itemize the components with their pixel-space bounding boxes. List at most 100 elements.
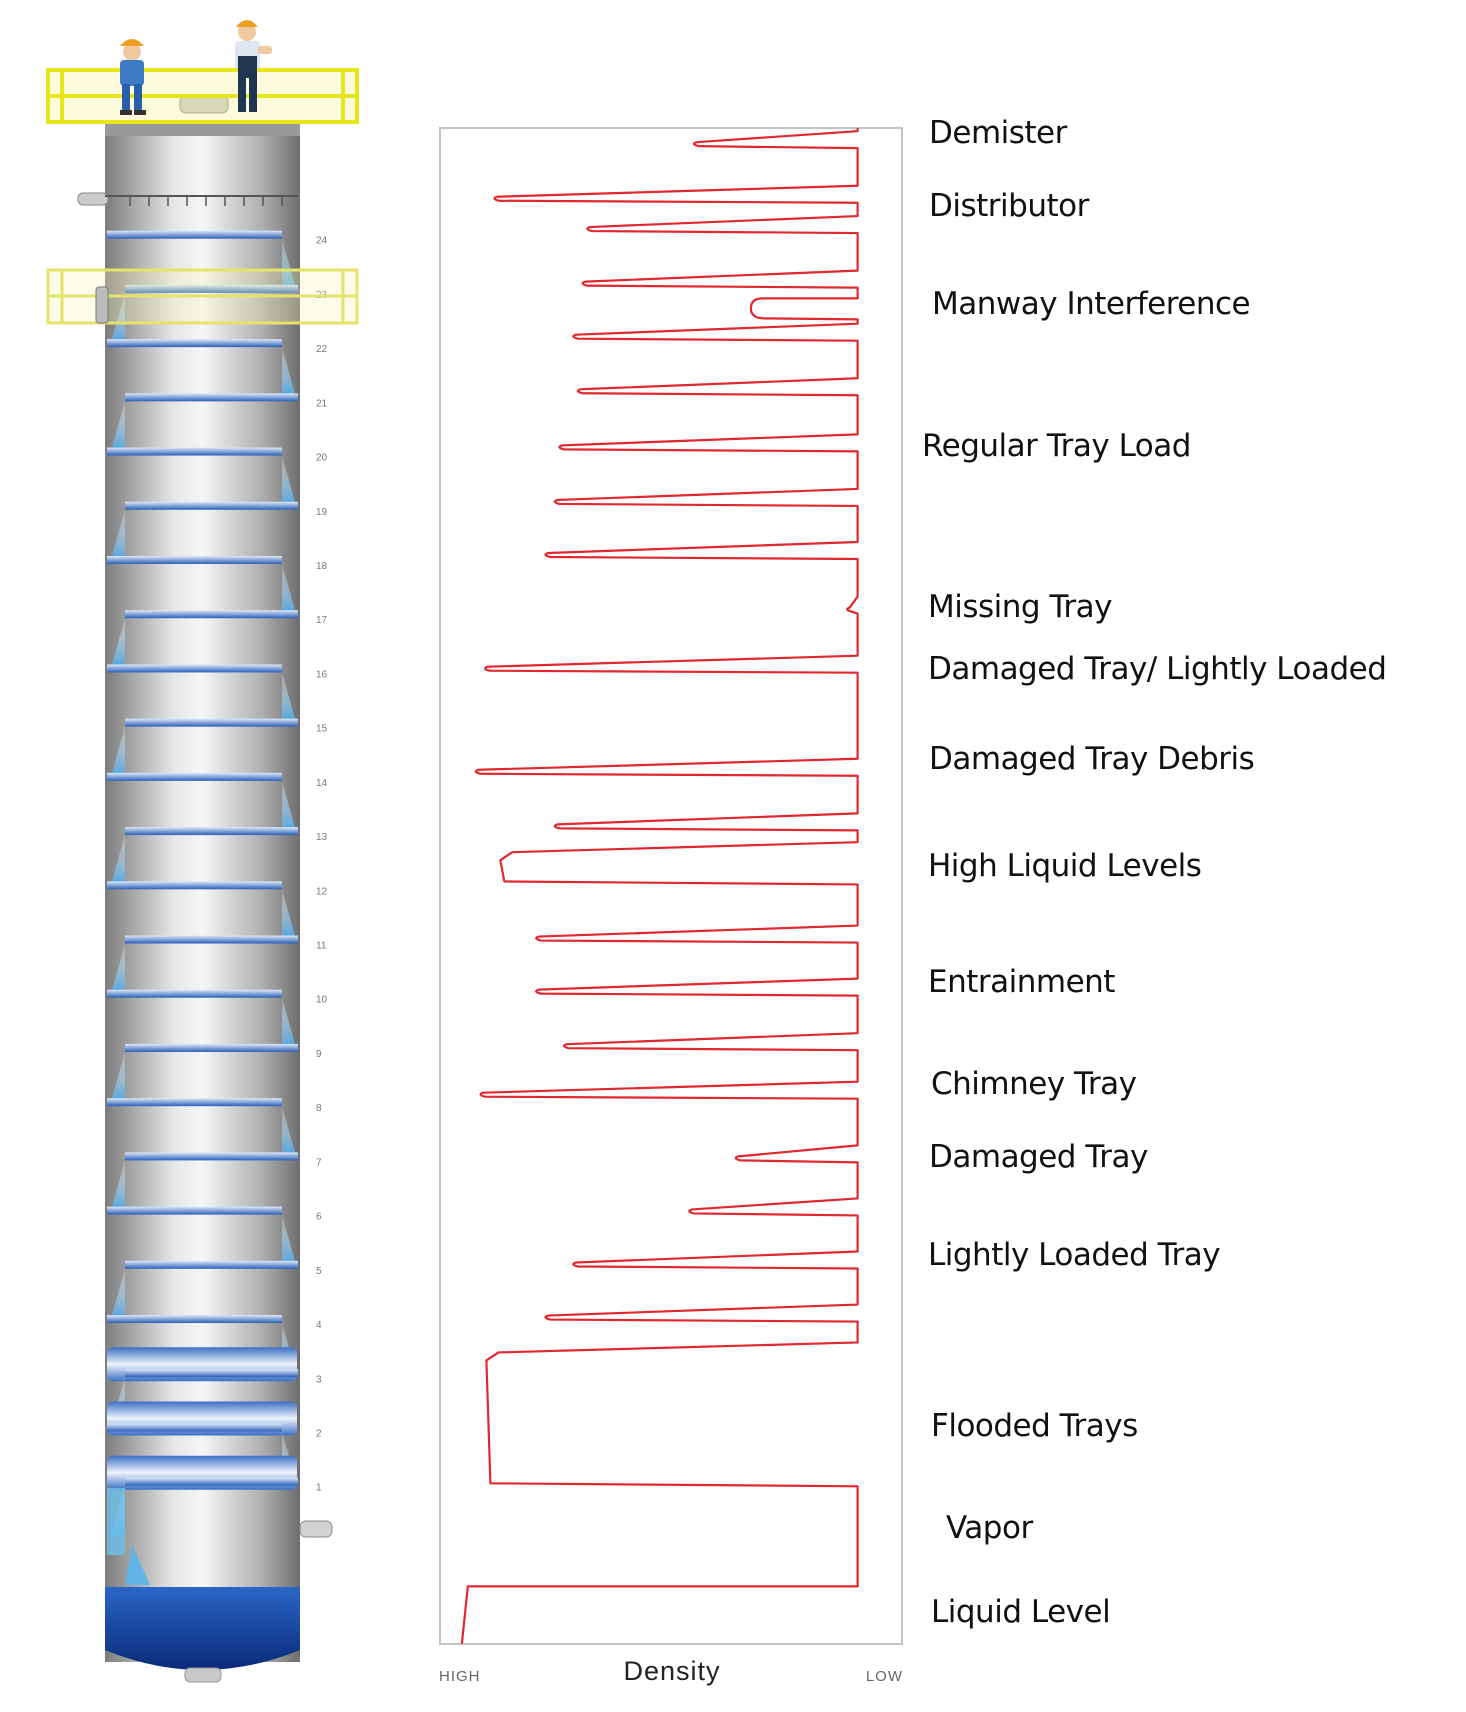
annotation-label: Lightly Loaded Tray (928, 1237, 1220, 1273)
downcomer (282, 672, 296, 723)
tray (107, 555, 282, 564)
tray (107, 881, 282, 890)
tray-number-label: 22 (316, 344, 328, 355)
tray (125, 393, 298, 402)
density-plot-frame (439, 127, 903, 1645)
tray-number-label: 7 (316, 1157, 322, 1168)
axis-high-label: HIGH (439, 1668, 481, 1685)
tray (125, 1152, 298, 1161)
tray-number-label: 16 (316, 669, 328, 680)
tray-number-label: 2 (316, 1428, 322, 1439)
tray-number-label: 20 (316, 453, 328, 464)
axis-low-label: LOW (866, 1668, 903, 1685)
annotation-label: High Liquid Levels (928, 848, 1201, 884)
downcomer (111, 509, 125, 560)
vapor-inlet-pipe (299, 1520, 333, 1538)
tray (125, 1369, 298, 1378)
tray (107, 1098, 282, 1107)
manway-flange (95, 286, 109, 324)
tray (125, 718, 298, 727)
downcomer (282, 997, 296, 1048)
annotation-label: Damaged Tray (929, 1139, 1148, 1175)
tray-number-label: 4 (316, 1320, 322, 1331)
tray (107, 772, 282, 781)
downcomer (282, 238, 296, 289)
tray (125, 1477, 298, 1486)
annotation-label: Missing Tray (928, 589, 1112, 625)
downcomer-seal (107, 1488, 125, 1555)
tray-number-label: 12 (316, 886, 328, 897)
annotation-label: Vapor (946, 1510, 1033, 1546)
density-trace-line (460, 128, 859, 1645)
tray-number-label: 18 (316, 561, 328, 572)
tray (107, 989, 282, 998)
axis-title-density: Density (623, 1656, 720, 1686)
tray (125, 610, 298, 619)
downcomer (282, 889, 296, 940)
tray (125, 1043, 298, 1052)
tray-number-label: 1 (316, 1483, 322, 1494)
tray-number-label: 9 (316, 1049, 322, 1060)
tray (107, 447, 282, 456)
downcomer (282, 1106, 296, 1157)
tray-number-label: 15 (316, 724, 328, 735)
downcomer (111, 943, 125, 994)
annotation-label: Manway Interference (932, 286, 1250, 322)
worker-figure-right (235, 20, 272, 112)
top-platform-railing (46, 68, 359, 124)
tray-number-label: 19 (316, 507, 328, 518)
downcomer (111, 1051, 125, 1102)
downcomer (282, 347, 296, 398)
liquid-stream (125, 1545, 150, 1585)
tray (107, 1315, 282, 1324)
downcomer (111, 401, 125, 452)
tray-number-label: 8 (316, 1103, 322, 1114)
distributor-pipe (105, 195, 298, 206)
annotation-label: Distributor (929, 188, 1090, 224)
feed-pipe (77, 192, 109, 206)
annotation-label: Liquid Level (931, 1594, 1110, 1630)
downcomer (282, 563, 296, 614)
tray-number-label: 6 (316, 1212, 322, 1223)
tray-number-label: 17 (316, 615, 328, 626)
tray (107, 1423, 282, 1432)
downcomer (111, 1268, 125, 1319)
sump-liquid (105, 1587, 300, 1670)
annotation-label: Regular Tray Load (922, 428, 1191, 464)
downcomer (282, 1214, 296, 1265)
annotation-label: Flooded Trays (931, 1408, 1138, 1444)
tray (107, 230, 282, 239)
tray-number-label: 14 (316, 778, 328, 789)
tray (125, 1260, 298, 1269)
tray-number-label: 21 (316, 398, 328, 409)
annotation-label: Damaged Tray/ Lightly Loaded (928, 651, 1386, 687)
manway-platform-railing (46, 268, 359, 325)
downcomer (111, 726, 125, 777)
tray-number-label: 3 (316, 1374, 322, 1385)
tray-number-label: 13 (316, 832, 328, 843)
downcomer (111, 618, 125, 669)
downcomer (282, 455, 296, 506)
tray (125, 284, 298, 293)
annotation-label: Damaged Tray Debris (929, 741, 1254, 777)
annotation-label: Chimney Tray (931, 1066, 1137, 1102)
tray (125, 501, 298, 510)
downcomer (282, 780, 296, 831)
downcomer (111, 1160, 125, 1211)
downcomer (111, 292, 125, 343)
bottom-nozzle (184, 1667, 222, 1683)
tray (107, 664, 282, 673)
tray-number-label: 11 (316, 941, 327, 952)
annotation-label: Entrainment (928, 964, 1115, 1000)
tray (107, 1206, 282, 1215)
annotation-label: Demister (929, 115, 1068, 151)
tray-number-label: 5 (316, 1266, 322, 1277)
worker-figure-left (120, 39, 146, 115)
tray (107, 339, 282, 348)
tray-number-label: 10 (316, 995, 328, 1006)
